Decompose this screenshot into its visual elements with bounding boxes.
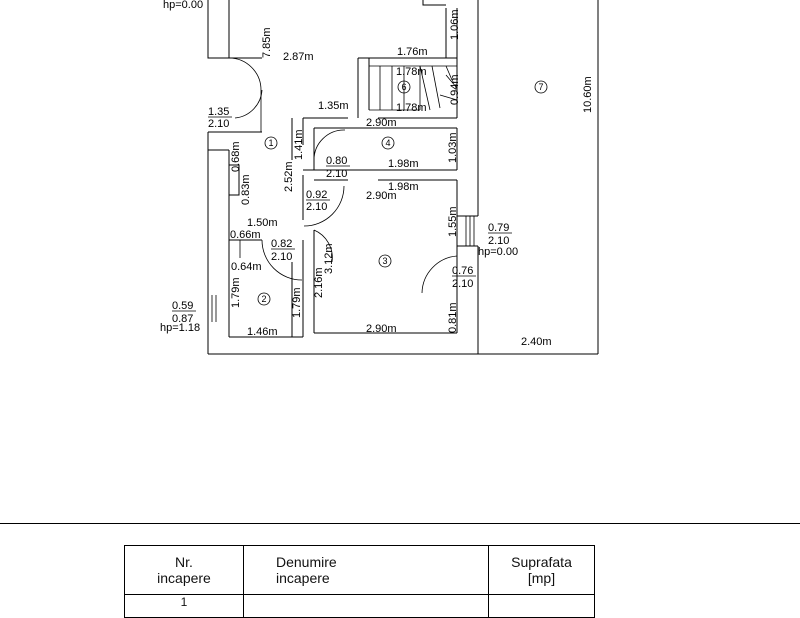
- plan-label: 0.82: [271, 238, 292, 250]
- dim-064: 0.64m: [231, 261, 262, 273]
- dim-290c: 2.90m: [366, 323, 397, 335]
- header-room-number: Nr. incapere: [124, 545, 244, 595]
- dim-216: 2.16m: [313, 267, 325, 298]
- plan-label: 2.10: [326, 168, 347, 180]
- dim-1060: 10.60m: [582, 76, 594, 113]
- window-2-label: 0.59 0.87 hp=1.18: [160, 300, 200, 334]
- dim-178b: 1.78m: [396, 102, 427, 114]
- dim-150: 1.50m: [247, 217, 278, 229]
- dim-290b: 2.90m: [366, 190, 397, 202]
- cell-room-name: [243, 594, 489, 618]
- door-4-label: 0.80 2.10: [326, 155, 350, 180]
- dim-312: 3.12m: [323, 243, 335, 274]
- dim-068: 0.68m: [230, 141, 242, 172]
- plan-label: 2.10: [488, 235, 509, 247]
- door-2-label: 0.82 2.10: [271, 238, 295, 263]
- table-row: 1: [124, 594, 595, 618]
- plan-label: 2.10: [271, 251, 292, 263]
- plan-label: hp=0.00: [478, 246, 518, 258]
- plan-label: 2.10: [306, 201, 327, 213]
- plan-label: 3: [382, 256, 387, 266]
- plan-label: 1.35: [208, 106, 229, 118]
- room-marker-2: 2: [257, 292, 271, 306]
- dim-179b: 1.79m: [291, 287, 303, 318]
- dim-094: 0.94m: [449, 74, 461, 105]
- cell-room-area: [488, 594, 595, 618]
- plan-label: 7: [538, 82, 543, 92]
- dim-240: 2.40m: [521, 336, 552, 348]
- room-marker-3: 3: [378, 254, 392, 268]
- header-room-name: Denumire incapere: [243, 545, 489, 595]
- dim-252: 2.52m: [283, 161, 295, 192]
- plan-label: 1: [268, 138, 273, 148]
- door-swings: [228, 57, 458, 294]
- dim-198a: 1.98m: [388, 158, 419, 170]
- plan-label: 0.76: [452, 265, 473, 277]
- door-3-label: 0.76 2.10: [452, 265, 476, 290]
- opening-labels: 1.35 2.10 0.80 2.10 0.92 2.10 0.82 2.10 …: [160, 106, 518, 334]
- plan-label: 6: [401, 82, 406, 92]
- plan-label: 0.59: [172, 300, 193, 312]
- door-entry-label: 1.35 2.10: [208, 106, 232, 130]
- dim-155: 1.55m: [447, 206, 459, 237]
- floor-plan: hp=0.00 7.85m 2.87m 1.06m 1.76m 1.78m 1.…: [160, 0, 599, 355]
- walls: [207, 0, 599, 355]
- dim-146: 1.46m: [247, 326, 278, 338]
- room-marker-4: 4: [381, 136, 395, 150]
- room-marker-6: 6: [397, 80, 411, 94]
- header-room-area: Suprafata [mp]: [488, 545, 595, 595]
- plan-label: 0.79: [488, 222, 509, 234]
- dim-hp-top: hp=0.00: [163, 0, 203, 11]
- dim-179a: 1.79m: [230, 277, 242, 308]
- dim-785: 7.85m: [261, 27, 273, 58]
- dim-141: 1.41m: [293, 129, 305, 160]
- room-marker-7: 7: [534, 80, 548, 94]
- dim-178a: 1.78m: [396, 66, 427, 78]
- cell-room-number: 1: [124, 594, 244, 618]
- dim-106: 1.06m: [449, 9, 461, 40]
- dim-066: 0.66m: [230, 229, 261, 241]
- door-092-label: 0.92 2.10: [306, 189, 330, 213]
- staircase: [369, 65, 458, 111]
- plan-label: 0.92: [306, 189, 327, 201]
- dim-290a: 2.90m: [366, 117, 397, 129]
- plan-label: 0.87: [172, 313, 193, 325]
- plan-label: 2.10: [208, 118, 229, 130]
- room-table: Nr. incapere Denumire incapere Suprafata…: [124, 545, 595, 618]
- dim-176: 1.76m: [397, 46, 428, 58]
- plan-label: hp=1.18: [160, 322, 200, 334]
- room-markers: 1 2 3 4 6 7: [257, 80, 548, 306]
- plan-label: 2.10: [452, 278, 473, 290]
- dim-287: 2.87m: [283, 51, 314, 63]
- dim-103: 1.03m: [447, 132, 459, 163]
- window-7-label: 0.79 2.10 hp=0.00: [478, 222, 518, 258]
- table-header-row: Nr. incapere Denumire incapere Suprafata…: [124, 545, 595, 595]
- plan-label: 2: [261, 294, 266, 304]
- section-divider: [0, 523, 800, 524]
- plan-label: 4: [385, 138, 390, 148]
- dimension-labels: hp=0.00 7.85m 2.87m 1.06m 1.76m 1.78m 1.…: [163, 0, 594, 348]
- plan-label: 0.80: [326, 155, 347, 167]
- dim-198b: 1.98m: [388, 181, 419, 193]
- room-marker-1: 1: [264, 136, 278, 150]
- dim-135: 1.35m: [318, 100, 349, 112]
- dim-081: 0.81m: [447, 302, 459, 333]
- dim-083: 0.83m: [240, 174, 252, 205]
